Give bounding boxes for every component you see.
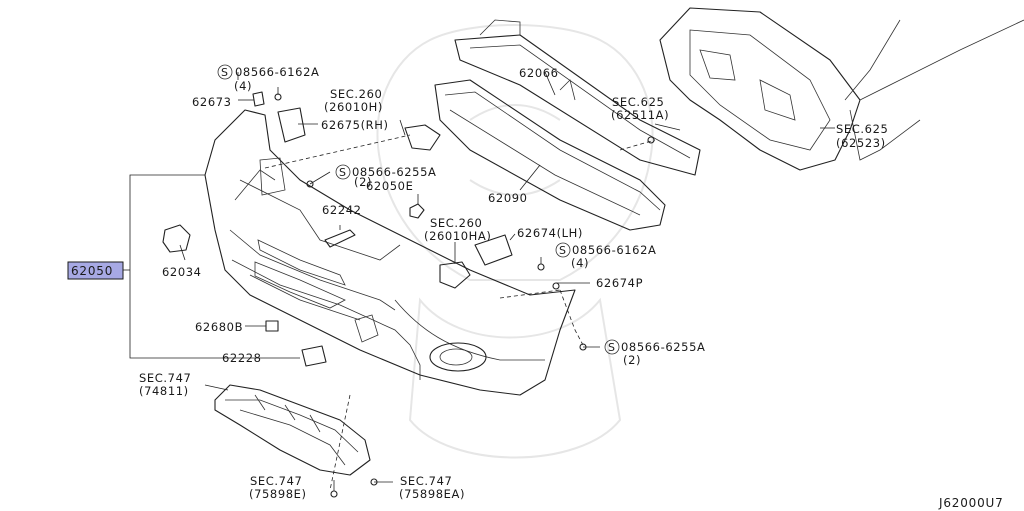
bolt-icon xyxy=(330,490,338,498)
labels: 08566-6162A (4) 62673 SEC.260 (26010H) 6… xyxy=(71,65,1004,510)
part-62674-lh xyxy=(474,234,513,266)
screw-icon xyxy=(555,242,571,258)
under-cover-74811 xyxy=(214,384,371,476)
label-62674P: 62674P xyxy=(596,276,643,290)
leader-lines xyxy=(123,71,835,491)
label-62242: 62242 xyxy=(322,203,362,217)
bolt-icon xyxy=(537,263,545,271)
label-62090: 62090 xyxy=(488,191,528,205)
part-62675-rh xyxy=(277,107,306,143)
label-qty-mid: (2) xyxy=(354,175,372,189)
svg-text:S: S xyxy=(339,166,347,179)
svg-text:S: S xyxy=(221,66,229,79)
label-62680B: 62680B xyxy=(195,320,243,334)
label-sec747-bl-title: SEC.747 xyxy=(250,474,302,488)
label-sec260-rh-title: SEC.260 xyxy=(330,87,382,101)
label-08566-6255A-mid: 08566-6255A xyxy=(352,165,436,179)
label-sec260-ha-code: (26010HA) xyxy=(424,229,491,243)
sec260-rh-part xyxy=(404,124,441,151)
label-62050E: 62050E xyxy=(366,179,413,193)
label-sec747-bl-code: (75898E) xyxy=(249,487,307,501)
bolt-icon xyxy=(552,282,560,290)
label-qty-lower2: (2) xyxy=(623,353,641,367)
label-62034: 62034 xyxy=(162,265,202,279)
watermark-emblem xyxy=(376,24,654,459)
label-qty-lower: (4) xyxy=(571,256,589,270)
screw-icon xyxy=(335,164,351,180)
label-62050: 62050 xyxy=(71,264,113,278)
part-62066-reinforcement xyxy=(454,19,701,176)
label-sec747-top-title: SEC.747 xyxy=(139,371,191,385)
radiator-core-support xyxy=(659,7,1024,171)
part-62680B xyxy=(265,320,279,332)
label-sec260-rh-code: (26010H) xyxy=(324,100,383,114)
label-sec625-right-title: SEC.625 xyxy=(836,122,888,136)
clip-icon xyxy=(252,91,265,107)
label-62675-rh: 62675(RH) xyxy=(321,118,389,132)
label-62066: 62066 xyxy=(519,66,559,80)
screw-icon xyxy=(217,64,233,80)
sec260-ha-part xyxy=(439,261,471,289)
diagram-code: J62000U7 xyxy=(938,496,1004,510)
label-08566-6255A-lower: 08566-6255A xyxy=(621,340,705,354)
part-62034 xyxy=(162,224,191,253)
label-sec747-br-code: (75898EA) xyxy=(399,487,465,501)
svg-text:S: S xyxy=(608,341,616,354)
part-62228 xyxy=(301,345,327,367)
label-sec625-right-code: (62523) xyxy=(836,136,886,150)
screw-icon xyxy=(604,339,620,355)
label-62228: 62228 xyxy=(222,351,262,365)
screw-symbols: S S S S xyxy=(217,64,620,355)
label-62674-lh: 62674(LH) xyxy=(517,226,583,240)
label-sec747-br-title: SEC.747 xyxy=(400,474,452,488)
svg-text:S: S xyxy=(559,244,567,257)
label-sec625-top-code: (62511A) xyxy=(611,108,669,122)
label-62673: 62673 xyxy=(192,95,232,109)
label-08566-6162A-top: 08566-6162A xyxy=(235,65,319,79)
bolt-icon xyxy=(306,180,314,188)
small-parts xyxy=(162,91,655,498)
clip-icon xyxy=(409,203,425,219)
label-08566-6162A-lower: 08566-6162A xyxy=(572,243,656,257)
label-sec260-ha-title: SEC.260 xyxy=(430,216,482,230)
highlight-62050-box xyxy=(67,261,124,280)
part-62090-armature xyxy=(434,79,666,231)
label-sec747-top-code: (74811) xyxy=(139,384,189,398)
label-sec625-top-title: SEC.625 xyxy=(612,95,664,109)
label-qty-top: (4) xyxy=(234,79,252,93)
part-62242 xyxy=(324,229,356,248)
